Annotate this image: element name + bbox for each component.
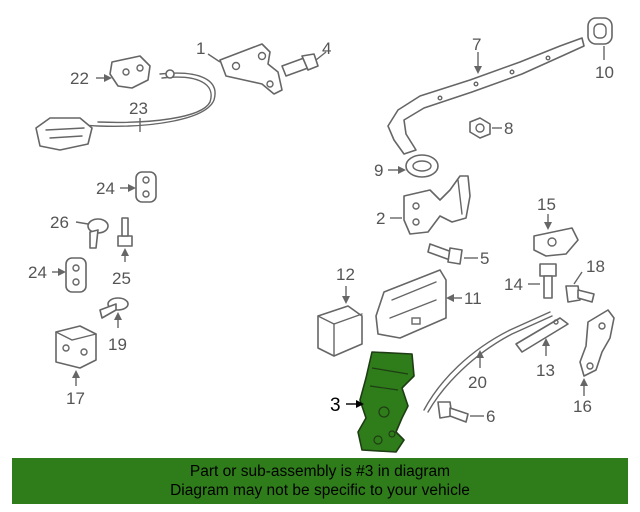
part-3-door-latch[interactable] [357, 351, 415, 453]
leader-9-arrow [398, 166, 406, 174]
info-banner: Part or sub-assembly is #3 in diagram Di… [12, 458, 628, 504]
callout-21: 22 [70, 69, 89, 88]
leader-26 [75, 221, 89, 225]
leader-25-arrow [121, 248, 129, 256]
callout-16: 16 [573, 397, 592, 416]
leader-3-arrow [356, 400, 364, 408]
callout-7: 7 [472, 35, 481, 54]
part-5-bolt[interactable] [427, 243, 463, 265]
part-9-grommet[interactable] [405, 154, 439, 178]
part-1-bracket[interactable] [219, 43, 283, 95]
part-12-actuator[interactable] [317, 305, 363, 357]
callout-26: 26 [50, 213, 69, 232]
part-15-plate[interactable] [533, 227, 579, 257]
callout-3: 3 [330, 395, 341, 416]
part-18-bolt[interactable] [565, 285, 595, 303]
part-4-bolt[interactable] [281, 53, 319, 77]
callout-24: 24 [28, 263, 47, 282]
part-23-plate[interactable] [135, 171, 157, 203]
callout-6: 6 [486, 407, 495, 426]
part-17-striker[interactable] [55, 325, 97, 369]
part-16-bracket[interactable] [579, 309, 615, 377]
leader-21-arrow [104, 74, 112, 82]
leader-4 [315, 51, 327, 61]
part-21-bracket[interactable] [109, 55, 151, 89]
callout-15: 15 [537, 195, 556, 214]
leader-13-arrow [542, 338, 550, 346]
leader-18 [573, 271, 583, 285]
callout-8: 8 [504, 119, 513, 138]
leader-20-arrow [476, 350, 484, 358]
callout-25: 25 [112, 269, 131, 288]
leader-19-arrow [114, 312, 122, 320]
callout-19: 19 [108, 335, 127, 354]
callout-2: 2 [376, 209, 385, 228]
callout-9: 9 [374, 161, 383, 180]
callout-20: 20 [468, 373, 487, 392]
part-7-rail[interactable] [387, 37, 585, 155]
part-24-plate[interactable] [65, 257, 87, 293]
callout-22: 23 [129, 99, 148, 118]
leader-11-arrow [446, 294, 454, 302]
part-10-grommet[interactable] [587, 17, 613, 45]
part-25-bolt[interactable] [117, 217, 133, 247]
callout-5: 5 [480, 249, 489, 268]
part-20-rod[interactable] [423, 311, 553, 413]
part-6-bolt[interactable] [437, 401, 469, 423]
callout-17: 17 [66, 389, 85, 408]
callout-14: 14 [504, 275, 523, 294]
callout-10: 10 [595, 63, 614, 82]
part-13-rod[interactable] [515, 317, 569, 353]
leader-1 [207, 53, 221, 63]
callout-1: 1 [196, 39, 205, 58]
leader-15-arrow [544, 222, 552, 230]
part-26-screw[interactable] [87, 218, 109, 249]
leader-17-arrow [72, 370, 80, 378]
parts-diagram: 22 23 1 4 7 10 [28, 17, 615, 453]
part-19-screw[interactable] [99, 297, 129, 319]
part-8-nut[interactable] [469, 117, 491, 139]
callout-12: 12 [336, 265, 355, 284]
leader-16-arrow [580, 378, 588, 386]
banner-line-1: Part or sub-assembly is #3 in diagram [189, 463, 451, 480]
callout-13: 13 [536, 361, 555, 380]
part-14-bolt[interactable] [539, 263, 557, 299]
leader-24-arrow [58, 268, 66, 276]
leader-12-arrow [342, 296, 350, 304]
part-2-hinge[interactable] [403, 175, 471, 235]
leader-7-arrow [474, 66, 482, 74]
leader-23-arrow [128, 184, 136, 192]
banner-line-2: Diagram may not be specific to your vehi… [170, 482, 470, 499]
callout-18: 18 [586, 257, 605, 276]
callout-23: 24 [96, 179, 115, 198]
part-22-cable[interactable] [35, 69, 216, 151]
callout-4: 4 [322, 39, 331, 58]
callout-11: 11 [464, 289, 482, 308]
part-11-panel[interactable] [375, 269, 447, 339]
